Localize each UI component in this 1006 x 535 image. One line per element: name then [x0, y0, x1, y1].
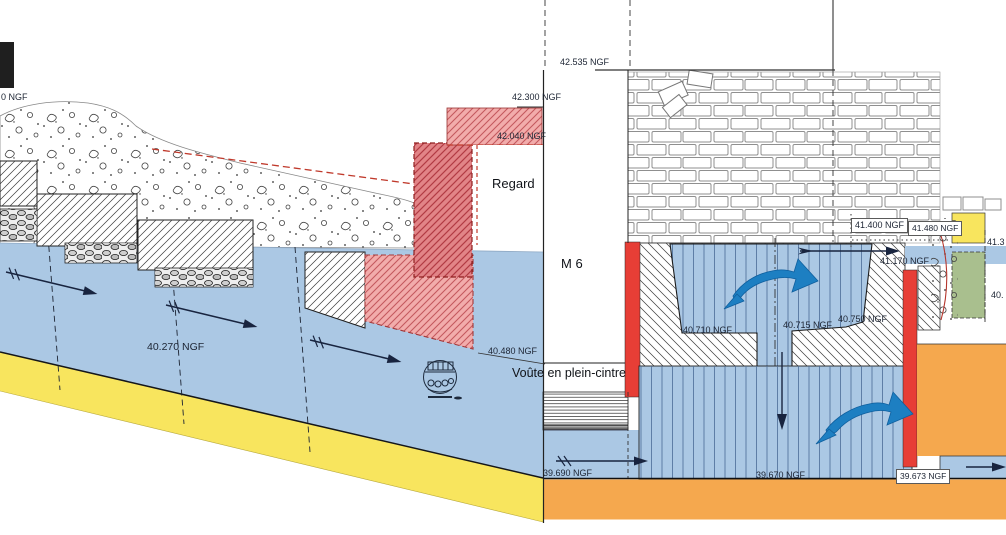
red-dashed-slope-line: [151, 148, 415, 185]
elevation-label-41480: 41.480 NGF: [908, 221, 963, 236]
retaining-blocks: [0, 160, 366, 329]
turbulence-arrows: [723, 258, 914, 445]
elevation-label-42535: 42.535 NGF: [560, 57, 610, 67]
leader-40480: [477, 352, 546, 365]
swirl-arrow-gallery: [815, 391, 914, 445]
flow-arrow: [309, 335, 402, 364]
vault-water: [543, 430, 639, 479]
regard-label: Regard: [492, 176, 535, 191]
vault-label: Voûte en plein-cintre: [512, 366, 626, 380]
elevation-label-39673: 39.673 NGF: [896, 469, 951, 484]
elevation-label-40710: 40.710 NGF: [683, 325, 733, 335]
vault-rings: [542, 391, 629, 431]
elevation-label-40750: 40.750 NGF: [838, 314, 888, 324]
elevation-label-39690: 39.690 NGF: [543, 468, 593, 478]
red-strip-left: [624, 241, 641, 398]
flow-arrow: [5, 267, 98, 296]
m6-label: M 6: [561, 256, 583, 271]
lower-gallery: [627, 365, 913, 480]
flow-arrow: [165, 300, 258, 329]
right-side-layers: [917, 196, 1002, 331]
elevation-label-40715: 40.715 NGF: [783, 320, 833, 330]
flow-arrow-outflow: [966, 462, 1006, 472]
regard-shaft: [473, 145, 543, 247]
flow-arrow-gallery: [556, 455, 648, 467]
elevation-label-413-partial: 41.3: [987, 237, 1005, 247]
elevation-label-40480: 40.480 NGF: [488, 346, 538, 356]
pink-structure-blocks: [364, 107, 543, 350]
elevation-label-42040: 42.040 NGF: [497, 131, 547, 141]
flow-arrow-waterline: [798, 246, 900, 256]
flow-arrow-drop-shaft: [777, 352, 787, 430]
axis-lines: [542, 0, 834, 523]
foundation-orange: [543, 343, 1006, 520]
elevation-label-39670: 39.670 NGF: [756, 470, 806, 480]
m6-wall: [543, 0, 628, 364]
elevation-label-42300: 42.300 NGF: [512, 92, 562, 102]
red-strip-right: [902, 269, 918, 468]
elevation-label-41170: 41.170 NGF: [880, 256, 930, 266]
swirl-arrow-basin: [723, 258, 819, 310]
channel-bed-yellow: [0, 351, 544, 523]
elevation-label-40-partial: 40.: [991, 290, 1004, 300]
basin-ornament-icon: [423, 360, 462, 400]
channel-bed-line: [0, 351, 544, 479]
masonry-wall: [595, 69, 941, 244]
elevation-label-40270: 40.270 NGF: [147, 341, 205, 353]
elevation-label-41400: 41.400 NGF: [851, 218, 909, 233]
elevation-label-left-partial: 0 NGF: [1, 92, 28, 102]
left-edge-block: [0, 42, 14, 88]
flow-arrows: [5, 246, 1006, 472]
